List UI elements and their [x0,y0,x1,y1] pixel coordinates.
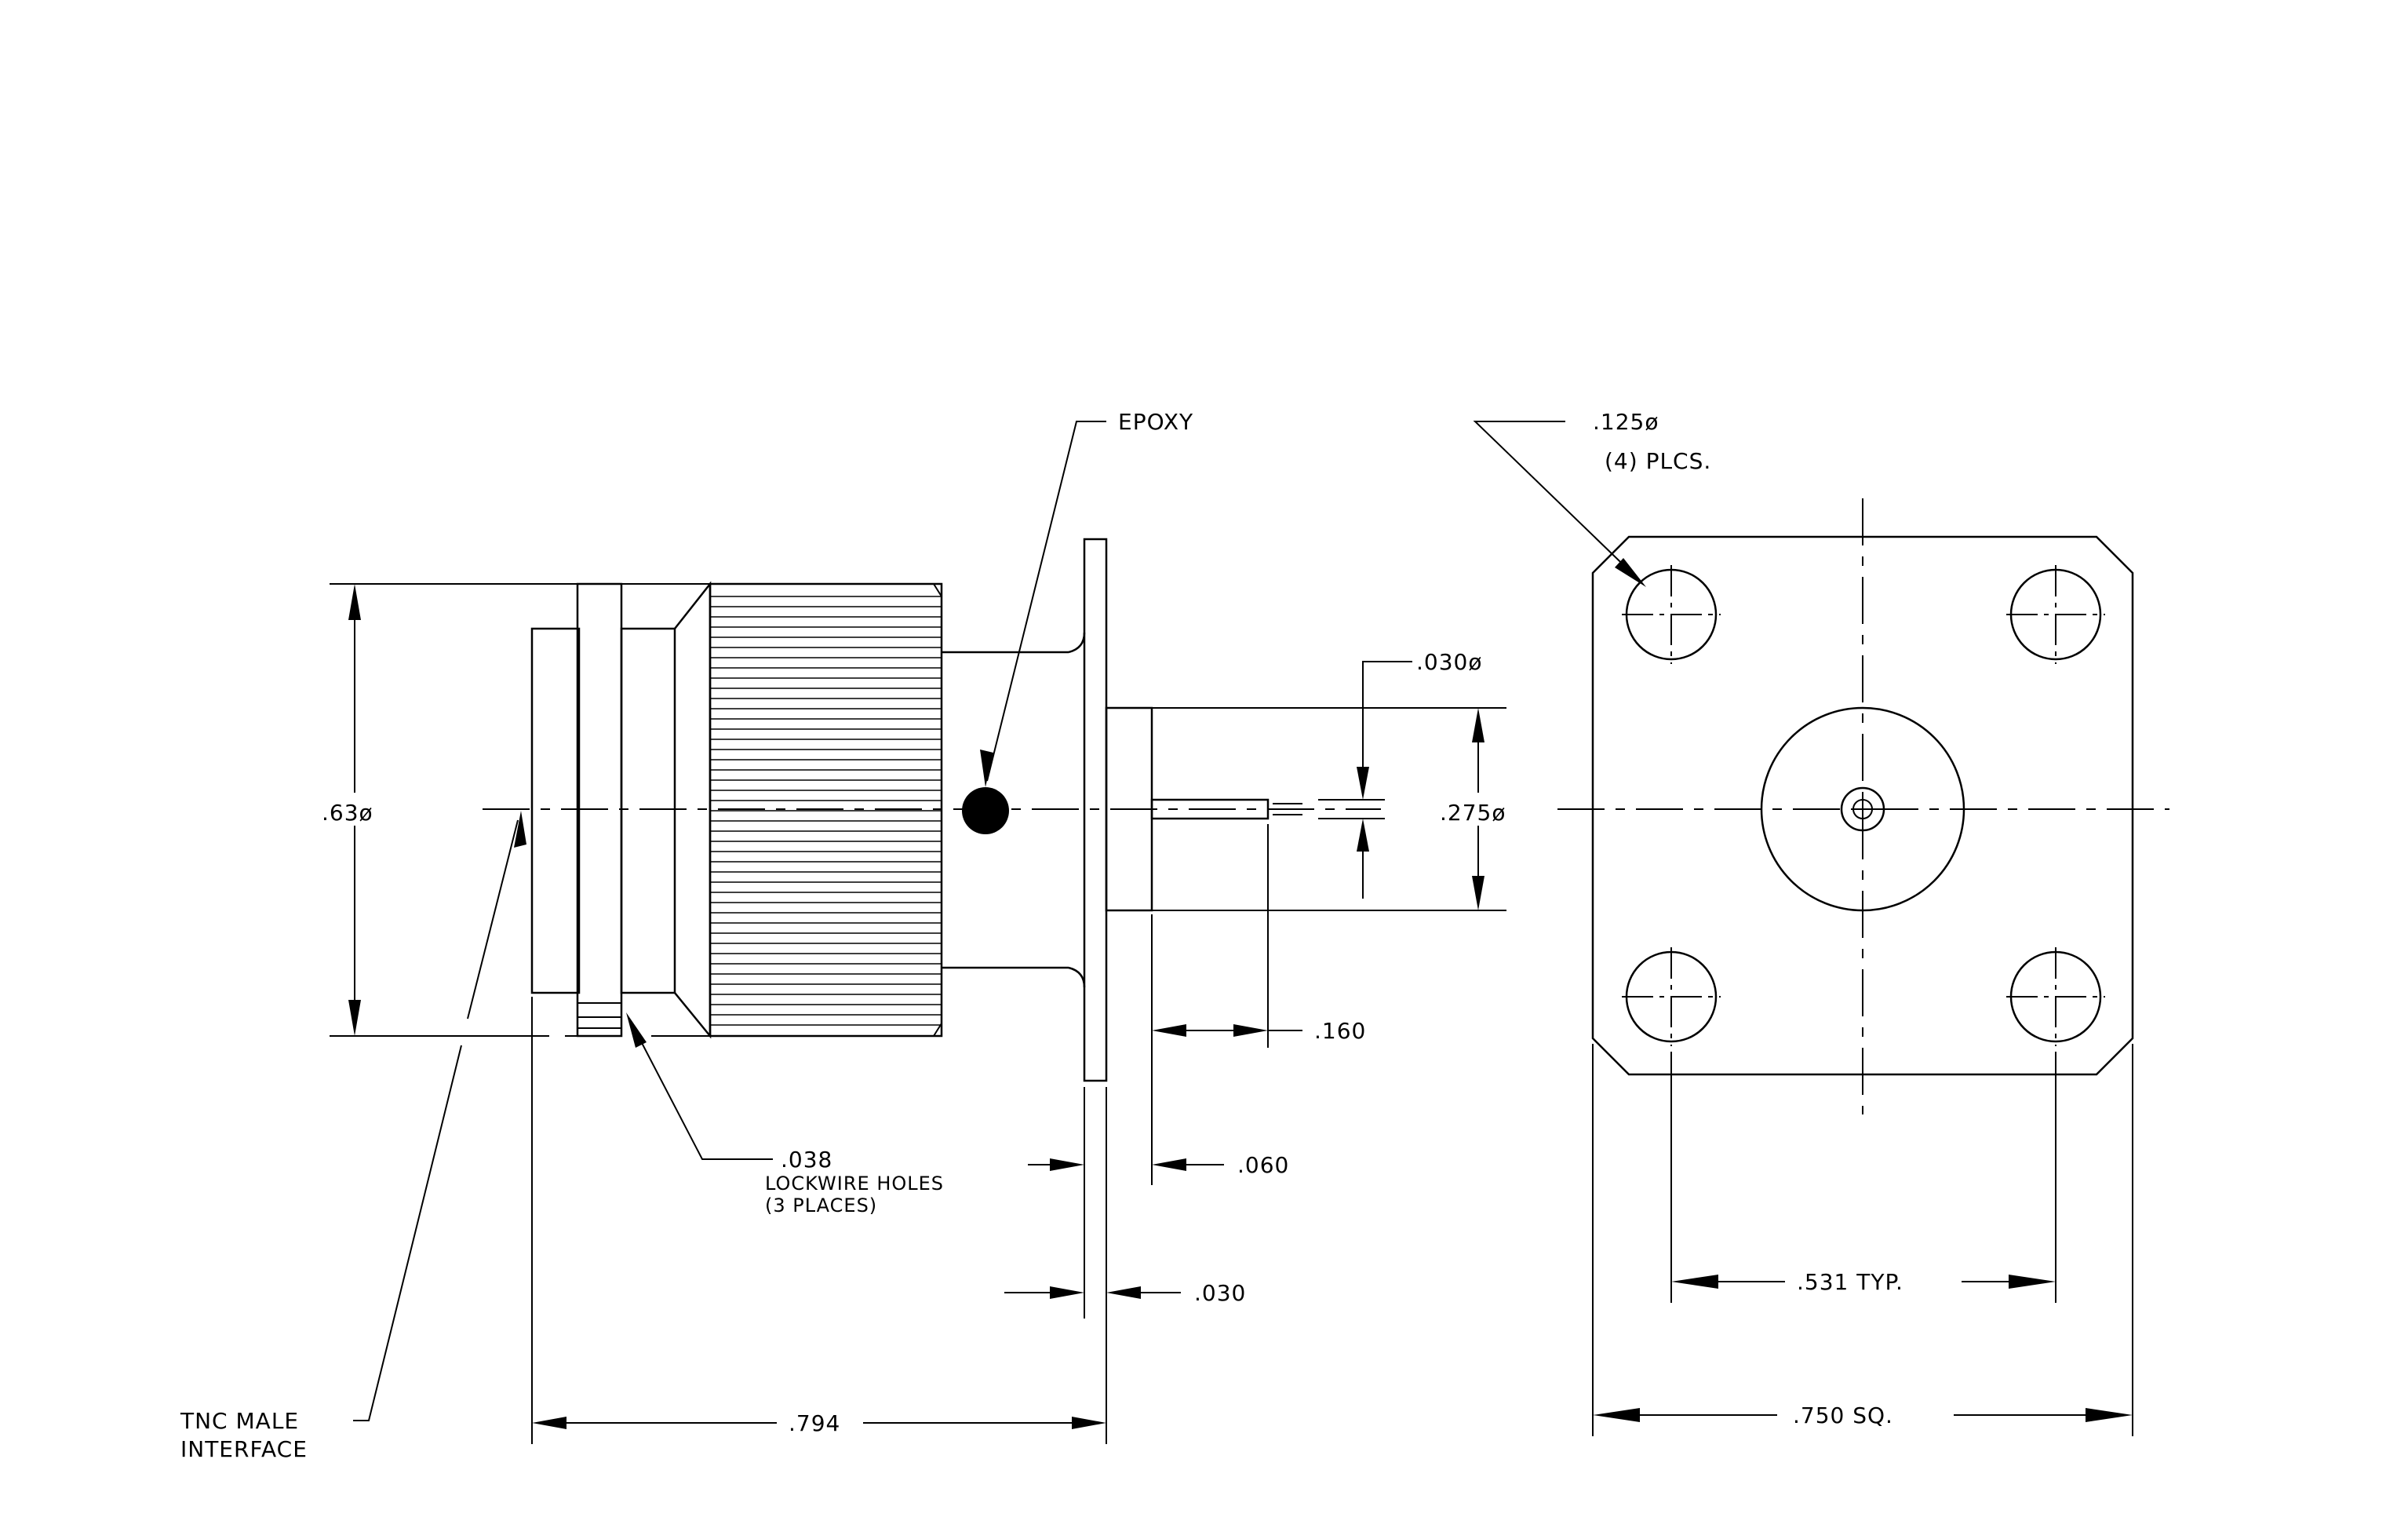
lockwire-size-label: .038 [781,1147,832,1173]
side-view: .63ø .030ø .275ø .160 .060 [180,409,1506,1462]
pin-length-label: .160 [1314,1018,1366,1044]
knurled-nut [709,582,943,1038]
flange-outline [1591,535,2134,1076]
overall-length-label: .794 [789,1410,840,1436]
mounting-hole-tl [1622,565,1721,664]
pin-dia-label: .030ø [1416,649,1482,675]
lockwire-holes-label: LOCKWIRE HOLES [765,1173,944,1195]
mounting-hole-bl [1622,947,1721,1046]
interface-sleeve [530,627,581,994]
flange-size-label: .750 SQ. [1793,1402,1893,1428]
center-dielectric [1760,706,1965,912]
lockwire-places-label: (3 PLACES) [765,1195,877,1216]
contact-pin [1150,798,1270,820]
body-dia-label: .63ø [322,800,373,826]
interface-label-line1: TNC MALE [180,1408,299,1434]
knurl-lines [710,596,942,1026]
hole-count-label: (4) PLCS. [1605,448,1711,474]
epoxy-label: EPOXY [1118,409,1193,435]
mounting-hole-br [2006,947,2105,1046]
hole-spacing-label: .531 TYP. [1797,1269,1903,1295]
epoxy-dot [962,787,1009,834]
interface-label-line2: INTERFACE [180,1436,308,1462]
flange-thickness-label: .030 [1194,1280,1246,1306]
mounting-hole-tr [2006,565,2105,664]
flange-inner-dia-label: .275ø [1440,800,1506,826]
hole-dia-label: .125ø [1593,409,1659,435]
front-view: .125ø (4) PLCS. .531 TYP. .750 SQ. [1473,409,2169,1436]
center-contact [1840,786,1885,832]
flange-step-label: .060 [1237,1152,1289,1178]
coupling-neck [620,627,676,994]
